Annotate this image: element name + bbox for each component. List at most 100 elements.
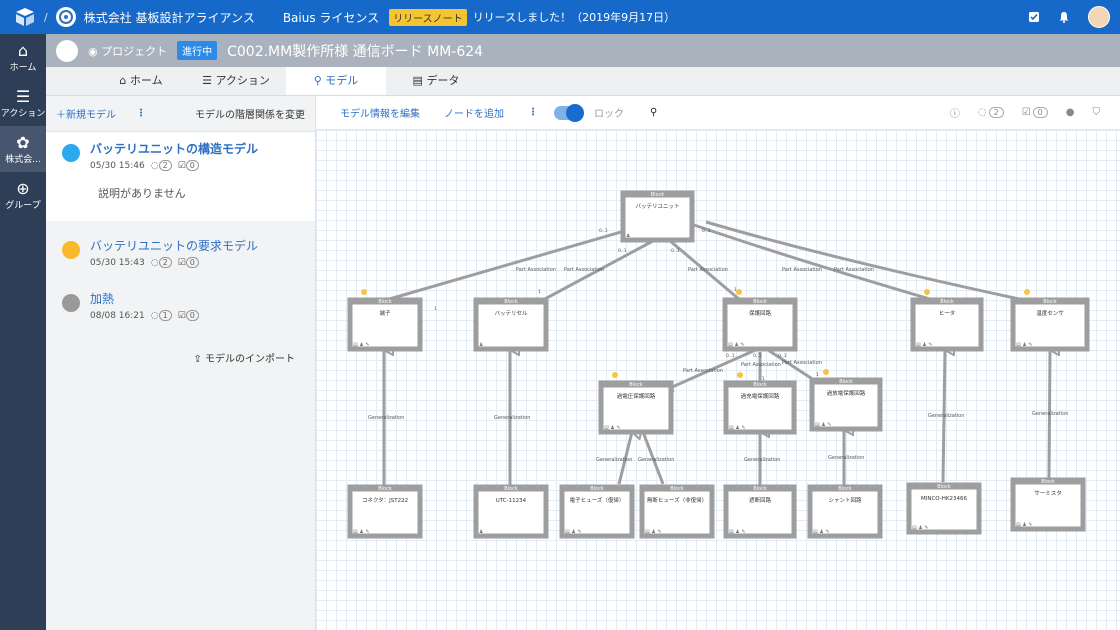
nav-organization-label: 株式会... — [5, 154, 41, 165]
tab-data[interactable]: ▤ データ — [386, 67, 486, 95]
info-icon[interactable]: ⓘ — [949, 109, 960, 120]
part-association-edge[interactable] — [705, 220, 1048, 307]
upload-icon: ⇪ — [193, 354, 205, 365]
home-icon: ⌂ — [119, 74, 130, 87]
generalization-edge[interactable] — [941, 350, 945, 483]
project-logo — [56, 39, 78, 62]
model-name[interactable]: バッテリユニットの要求モデル — [90, 239, 259, 253]
block-name: バッテリユニット — [635, 203, 679, 210]
block-icons-icon: ▤ ♟ ✎ — [604, 425, 621, 431]
part-association-edge[interactable] — [668, 238, 741, 302]
model-item[interactable]: 加熱 08/08 16:21 ◌1 ☑0 — [46, 282, 315, 327]
generalization-edge[interactable] — [1047, 350, 1050, 479]
import-model-button[interactable]: ⇪ モデルのインポート — [193, 350, 295, 365]
warning-icon[interactable] — [612, 372, 618, 378]
warning-icon[interactable] — [736, 289, 742, 295]
tab-action[interactable]: ☰ アクション — [186, 67, 286, 95]
part-association-edge[interactable] — [693, 223, 948, 306]
more-menu-icon[interactable]: ⋮ — [528, 107, 538, 118]
tags-icon[interactable]: ⛉ — [1092, 107, 1101, 118]
new-model-button[interactable]: ＋新規モデル — [56, 110, 116, 121]
warning-icon[interactable] — [823, 369, 829, 375]
relation-label: Part Association — [782, 360, 822, 366]
top-bar: / 株式会社 基板設計アライアンス Baius ライセンス リリースノート リリ… — [0, 0, 1120, 34]
relation-label: Part Association — [683, 368, 723, 374]
change-hierarchy-button[interactable]: モデルの階層関係を変更 — [195, 110, 305, 121]
nav-group[interactable]: ⊕ グループ — [0, 172, 46, 218]
add-node-button[interactable]: ノードを追加 — [444, 109, 504, 120]
edit-model-info-button[interactable]: モデル情報を編集 — [340, 109, 420, 120]
comment-icon[interactable]: ◌2 — [978, 107, 1004, 118]
part-association-edge[interactable] — [767, 348, 818, 384]
diagram-edges — [382, 219, 1050, 486]
generalization-edge[interactable] — [617, 432, 632, 485]
model-item[interactable]: バッテリユニットの要求モデル 05/30 15:43 ◌2 ☑0 — [46, 229, 315, 274]
search-icon[interactable]: ⚲ — [650, 107, 658, 118]
block-icons-icon: ▤ ♟ ✎ — [1016, 522, 1033, 528]
checkbox-icon[interactable] — [1028, 11, 1040, 23]
model-name[interactable]: バッテリユニットの構造モデル — [90, 142, 259, 156]
project-breadcrumb[interactable]: ◉ プロジェクト — [88, 43, 167, 59]
part-association-edge[interactable] — [542, 232, 667, 302]
multiplicity-label: 0..1 — [618, 248, 627, 254]
review-icon[interactable]: ☑0 — [1022, 107, 1048, 118]
multiplicity-label: 1 — [816, 372, 819, 378]
more-menu-icon[interactable]: ⋮ — [136, 108, 146, 119]
model-date: 05/30 15:43 — [90, 257, 145, 268]
block-icons-icon: ♟ — [479, 529, 483, 535]
nav-home[interactable]: ⌂ ホーム — [0, 34, 46, 80]
tab-model[interactable]: ⚲ モデル — [286, 67, 386, 95]
block-icons-icon: ▤ ♟ ✎ — [813, 529, 830, 535]
warning-icon[interactable] — [361, 289, 367, 295]
block-icons-icon: ▤ ♟ ✎ — [729, 529, 746, 535]
block-icons-icon: ♟ — [626, 233, 630, 239]
relation-label: Part Association — [741, 362, 781, 368]
nav-organization[interactable]: ✿ 株式会... — [0, 126, 46, 172]
app-logo-icon[interactable] — [14, 6, 36, 28]
release-notes-badge[interactable]: リリースノート — [389, 8, 467, 26]
block-icons-icon: ♟ — [479, 342, 483, 348]
status-badge: 進行中 — [177, 41, 218, 60]
user-avatar[interactable] — [1088, 6, 1110, 28]
tab-home[interactable]: ⌂ ホーム — [91, 67, 191, 95]
user-icon[interactable]: ● — [1065, 107, 1075, 118]
bell-icon[interactable] — [1058, 11, 1070, 23]
part-association-edge[interactable] — [385, 219, 660, 302]
org-logo-icon[interactable] — [55, 7, 76, 27]
part-association-edge[interactable] — [669, 346, 761, 390]
model-item[interactable]: バッテリユニットの構造モデル 05/30 15:46 ◌2 ☑0 説明がありませ… — [46, 132, 315, 221]
block-stereotype: Block — [937, 484, 951, 490]
release-notice[interactable]: リリースしました！（2019年9月17日） — [472, 11, 676, 24]
model-name[interactable]: 加熱 — [90, 292, 115, 306]
nav-action[interactable]: ☰ アクション — [0, 80, 46, 126]
block-stereotype: Block — [378, 486, 392, 492]
lock-toggle[interactable] — [554, 103, 584, 122]
block-stereotype: Block — [504, 299, 518, 305]
org-name[interactable]: 株式会社 基板設計アライアンス — [83, 10, 255, 25]
relation-label: Generalization — [368, 415, 404, 421]
generalization-edge[interactable] — [643, 432, 665, 485]
warning-icon[interactable] — [1024, 289, 1030, 295]
warning-icon[interactable] — [924, 289, 930, 295]
warning-icon[interactable] — [737, 372, 743, 378]
block-name: 遮断回路 — [749, 496, 772, 504]
